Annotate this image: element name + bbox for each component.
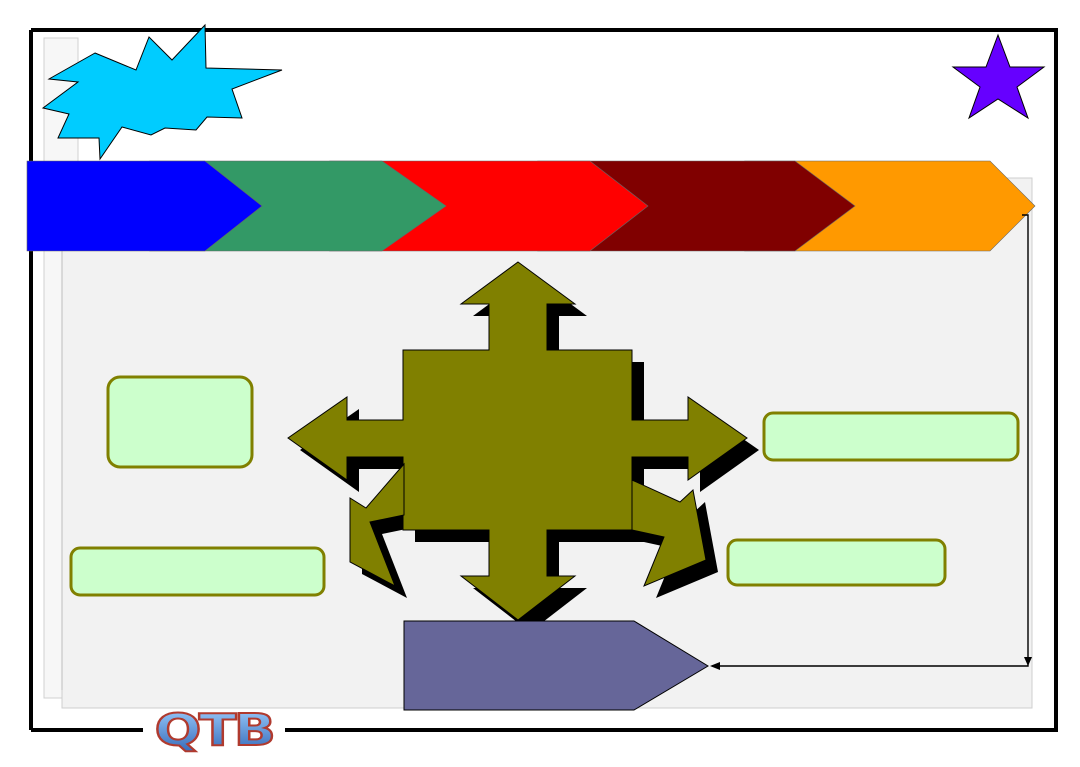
hub-arrow-lower-right-branch [631,479,707,587]
connector-arrowhead-left-icon [710,662,720,670]
qtb-logo: QTB [154,703,277,756]
text-box-left-upper [106,375,254,469]
qtb-logo-text: QTB [155,704,274,755]
starburst-icon [41,23,283,161]
feedback-connector [710,214,1032,670]
star-icon [951,33,1046,120]
text-box-left-lower [69,546,326,597]
hub-arrow-lower-left-branch [349,462,405,588]
process-chevron-band [26,160,1036,252]
process-arrow-1 [26,160,263,252]
text-box-right-upper [762,411,1020,462]
output-pentagon [403,620,709,711]
page-frame [29,28,1058,732]
text-box-right-lower [726,538,947,587]
hub-arrow-group [287,261,759,632]
hub-arrow [287,261,748,621]
connector-arrowhead-down-icon [1024,657,1032,666]
